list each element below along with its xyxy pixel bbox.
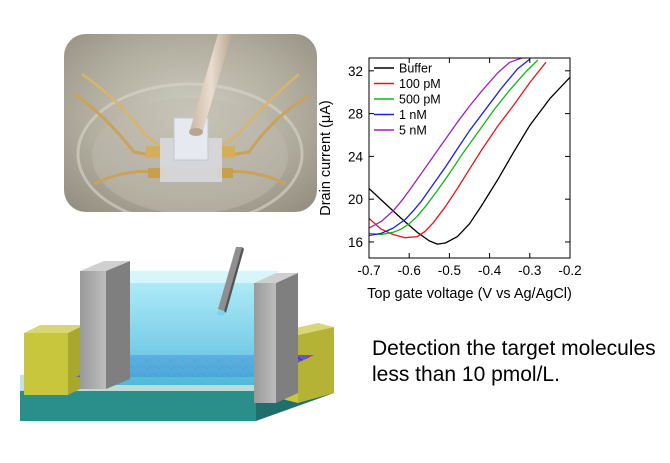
x-tick-label: -0.2 bbox=[558, 263, 581, 278]
legend-label-0: Buffer bbox=[399, 62, 432, 76]
legend-label-3: 1 nM bbox=[399, 108, 427, 122]
transfer-curve-chart: -0.7 -0.6 -0.5 -0.4 -0.3 -0.2 16 20 24 28 32 Buffe… bbox=[316, 50, 606, 306]
device-schematic bbox=[18, 243, 338, 458]
x-tick-label: -0.7 bbox=[357, 263, 380, 278]
series-line-0 bbox=[369, 76, 570, 245]
legend-label-4: 5 nM bbox=[399, 124, 427, 138]
x-tick-label: -0.4 bbox=[478, 263, 502, 278]
y-tick-label: 16 bbox=[348, 235, 363, 250]
device-photo-illustration bbox=[64, 34, 317, 212]
series-line-2 bbox=[369, 59, 539, 236]
series-line-4 bbox=[369, 58, 523, 229]
legend-label-2: 500 pM bbox=[399, 93, 441, 107]
y-axis-title: Drain current (μA) bbox=[318, 100, 334, 216]
legend-label-1: 100 pM bbox=[399, 77, 441, 91]
device-schematic-illustration bbox=[20, 247, 334, 421]
x-tick-label: -0.5 bbox=[438, 263, 461, 278]
series-line-1 bbox=[369, 61, 547, 239]
y-tick-label: 24 bbox=[348, 149, 364, 164]
y-tick-label: 28 bbox=[348, 107, 363, 122]
transfer-curve-plot: -0.7 -0.6 -0.5 -0.4 -0.3 -0.2 16 20 24 28 32 Buffe… bbox=[318, 57, 582, 302]
y-tick-label: 20 bbox=[348, 192, 363, 207]
plot-frame bbox=[368, 57, 571, 259]
x-tick-label: -0.3 bbox=[518, 263, 541, 278]
series-line-3 bbox=[369, 58, 531, 237]
caption-line-2: less than 10 pmol/L. bbox=[372, 363, 560, 386]
y-tick-label: 32 bbox=[348, 64, 363, 79]
device-photo bbox=[64, 34, 317, 212]
caption-line-1: Detection the target molecules bbox=[372, 337, 656, 360]
x-axis-title: Top gate voltage (V vs Ag/AgCl) bbox=[367, 286, 572, 302]
x-tick-label: -0.6 bbox=[398, 263, 421, 278]
